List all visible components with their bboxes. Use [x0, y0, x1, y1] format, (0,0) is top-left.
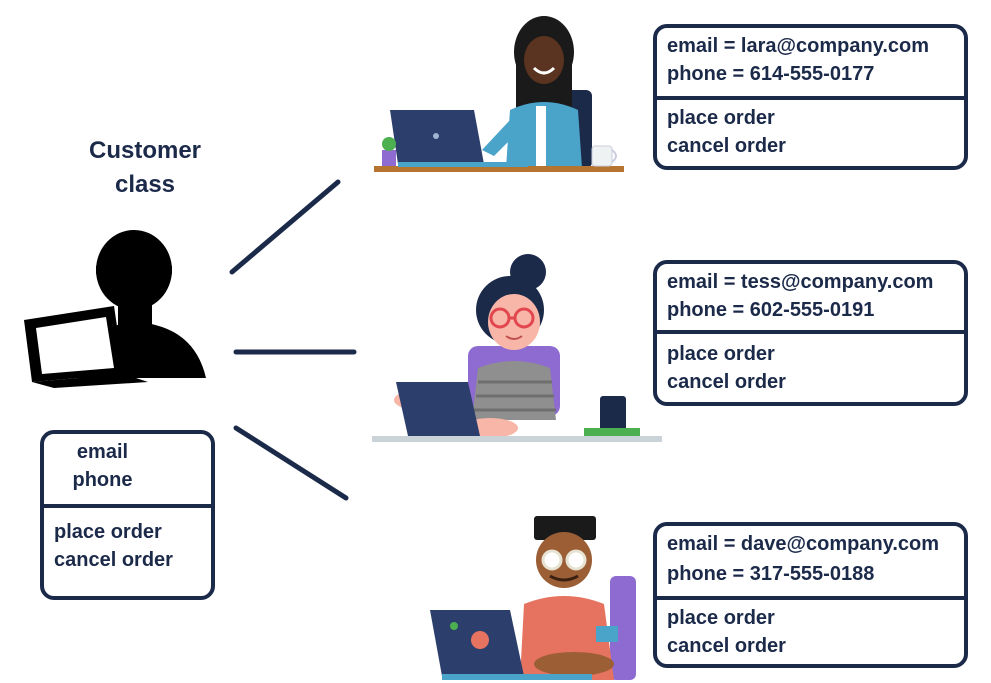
- class-attribute-phone: phone: [72, 469, 133, 491]
- instance-attributes: email = tess@company.com phone = 602-555…: [657, 268, 964, 324]
- instance-method-cancel-order: cancel order: [667, 135, 786, 157]
- instance-phone: phone = 602-555-0191: [667, 299, 875, 321]
- dave-illustration: [430, 516, 636, 680]
- instance-box-divider: [653, 330, 968, 334]
- instance-email: email = lara@company.com: [667, 35, 930, 57]
- class-title: Customer class: [70, 134, 220, 202]
- instance-method-place-order: place order: [667, 607, 775, 629]
- instance-box-divider: [653, 596, 968, 600]
- class-attributes: email phone: [44, 438, 211, 494]
- instance-attributes: email = lara@company.com phone = 614-555…: [657, 32, 964, 88]
- instance-methods: place order cancel order: [657, 104, 964, 160]
- connector-to-lara: [229, 179, 341, 275]
- class-title-line-1: Customer: [88, 137, 202, 164]
- lara-illustration: [374, 16, 624, 172]
- instance-box-tess: email = tess@company.com phone = 602-555…: [653, 260, 968, 406]
- instance-method-cancel-order: cancel order: [667, 635, 786, 657]
- instance-method-place-order: place order: [667, 343, 775, 365]
- tess-illustration: [372, 254, 662, 442]
- instance-box-dave: email = dave@company.com phone = 317-555…: [653, 522, 968, 668]
- instance-phone: phone = 317-555-0188: [667, 563, 875, 585]
- instance-method-place-order: place order: [667, 107, 775, 129]
- customer-silhouette-icon: [24, 230, 206, 388]
- instance-phone: phone = 614-555-0177: [667, 63, 875, 85]
- instance-box-divider: [653, 96, 968, 100]
- class-title-line-2: class: [114, 171, 176, 198]
- instance-email: email = tess@company.com: [667, 271, 934, 293]
- class-attribute-email: email: [76, 441, 129, 463]
- instance-attributes: email = dave@company.com phone = 317-555…: [657, 530, 964, 590]
- instance-email: email = dave@company.com: [667, 533, 940, 555]
- instance-methods: place order cancel order: [657, 604, 964, 660]
- class-methods: place order cancel order: [44, 518, 211, 574]
- class-method-place-order: place order: [54, 521, 162, 543]
- class-method-cancel-order: cancel order: [54, 549, 173, 571]
- instance-methods: place order cancel order: [657, 340, 964, 396]
- class-box-divider: [40, 504, 215, 508]
- connector-to-dave: [233, 425, 349, 501]
- class-box: email phone place order cancel order: [40, 430, 215, 600]
- instance-method-cancel-order: cancel order: [667, 371, 786, 393]
- instance-box-lara: email = lara@company.com phone = 614-555…: [653, 24, 968, 170]
